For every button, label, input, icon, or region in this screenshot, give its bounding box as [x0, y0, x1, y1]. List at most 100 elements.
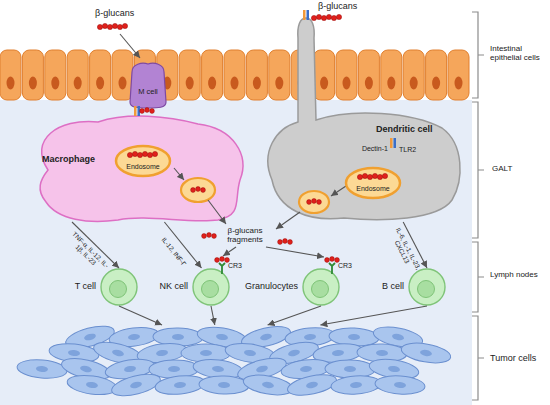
tumor-nucleus — [262, 381, 275, 389]
cell-nucleus — [110, 281, 127, 298]
tumor-nucleus — [124, 365, 137, 373]
tumor-nucleus — [348, 334, 360, 341]
epithelial-cell — [269, 50, 290, 100]
node-text: Endosome — [344, 185, 402, 193]
bracket — [472, 316, 484, 400]
node-text: T cell — [36, 281, 96, 291]
tumor-shape — [30, 325, 470, 398]
node-text: M cell — [128, 88, 168, 97]
node-text: Tumor cells — [490, 353, 548, 363]
tumor-nucleus — [388, 365, 401, 373]
cytokine-label: IL-6, IL-1, IL-23, CXCL13 — [386, 223, 424, 278]
tumor-nucleus — [36, 365, 48, 372]
cell-nucleus — [418, 281, 435, 298]
cell-outline — [101, 269, 137, 305]
tumor-nucleus — [168, 366, 180, 372]
tumor-cell — [154, 373, 206, 396]
endosome: Endosome — [114, 144, 172, 178]
tumor-cell — [242, 372, 294, 398]
glucan-chain — [357, 173, 387, 179]
tumor-cell-body — [400, 340, 452, 366]
receptor-symbol — [134, 106, 140, 116]
nk-cell: NK cell — [192, 268, 230, 306]
receptor-label: CR3 — [338, 262, 360, 270]
cell-outline — [303, 269, 339, 305]
tumor-nucleus — [218, 382, 230, 388]
tumor-nucleus — [376, 350, 388, 356]
signal-arrow — [268, 306, 321, 325]
tumor-nucleus — [86, 381, 99, 389]
epithelial-cell — [22, 50, 43, 100]
tumor-nucleus — [287, 349, 300, 358]
tumor-cell-body — [153, 328, 203, 347]
tumor-cell — [400, 340, 452, 366]
fragment-label: β-glucans fragments — [214, 226, 276, 244]
cr3-receptor — [219, 263, 225, 274]
molecule-label: β-glucans — [318, 1, 378, 11]
cytokine-label: TNF-α, IL-12, IL-1β, IL-23 — [63, 229, 112, 277]
endosome-shape — [114, 144, 172, 178]
receptor-label: TLR2 — [399, 146, 429, 154]
tumor-nucleus — [392, 333, 405, 341]
tumor-nucleus — [172, 334, 184, 340]
tumor-cell — [110, 370, 163, 400]
endosome-shape — [344, 166, 402, 200]
tumor-nucleus — [174, 381, 187, 388]
glucan-chain — [127, 151, 157, 157]
endosome: Endosome — [344, 166, 402, 200]
tumor-cell — [330, 374, 381, 395]
node-text: Dendritic cell — [376, 124, 448, 134]
fragment-arrow — [208, 200, 226, 224]
tumor-nucleus — [128, 333, 141, 340]
node-text: Macrophage — [42, 154, 108, 164]
bracket — [472, 242, 484, 312]
fragment-arrow — [266, 247, 324, 257]
tumor-mass: Tumor cells — [30, 325, 470, 398]
tumor-nucleus — [420, 349, 433, 357]
m-cell: M cell — [128, 62, 168, 108]
tumor-nucleus — [156, 349, 169, 357]
tumor-nucleus — [216, 333, 229, 341]
endosome-outline — [346, 168, 400, 198]
dendritic-cell: Dendritic cellEndosome — [252, 108, 462, 222]
bracket — [472, 102, 484, 238]
uptake-arrow — [120, 34, 140, 58]
epithelial-cell — [0, 50, 21, 100]
glucan-fragment — [325, 257, 340, 263]
granulocyte: Granulocytes — [302, 268, 340, 306]
band-label: Lymph nodes — [490, 270, 548, 279]
cell-outline — [409, 269, 445, 305]
tumor-nucleus — [332, 349, 345, 356]
cell-nucleus — [312, 281, 329, 298]
tumor-cell-body — [16, 358, 67, 380]
tumor-cell-body — [374, 374, 425, 395]
epithelial-cell — [90, 50, 111, 100]
m-cell-shape — [128, 62, 168, 108]
epithelial-cell — [179, 50, 200, 100]
tumor-nucleus — [344, 366, 356, 372]
epithelial-cell — [224, 50, 245, 100]
tumor-nucleus — [79, 365, 92, 374]
signal-arrow — [119, 306, 162, 325]
tumor-nucleus — [244, 349, 257, 357]
tumor-cell — [153, 328, 203, 347]
tumor-cell-body — [154, 373, 206, 396]
tumor-cell-body — [66, 373, 118, 398]
glucan-chain — [311, 14, 341, 20]
macrophage-outline — [40, 116, 243, 221]
tumor-nucleus — [83, 333, 96, 342]
epithelial-cell — [358, 50, 379, 100]
cell-nucleus — [202, 281, 219, 298]
processing-arrow — [331, 186, 346, 196]
endosome-small — [181, 178, 215, 202]
node-text: B cell — [344, 281, 404, 291]
granulocyte-shape — [302, 268, 340, 306]
epithelial-layer — [0, 50, 469, 100]
glucan-fragment — [307, 199, 322, 205]
t-cell: T cell — [100, 268, 138, 306]
tumor-cell — [66, 373, 118, 398]
epithelial-cell — [202, 50, 223, 100]
bracket — [472, 12, 484, 98]
